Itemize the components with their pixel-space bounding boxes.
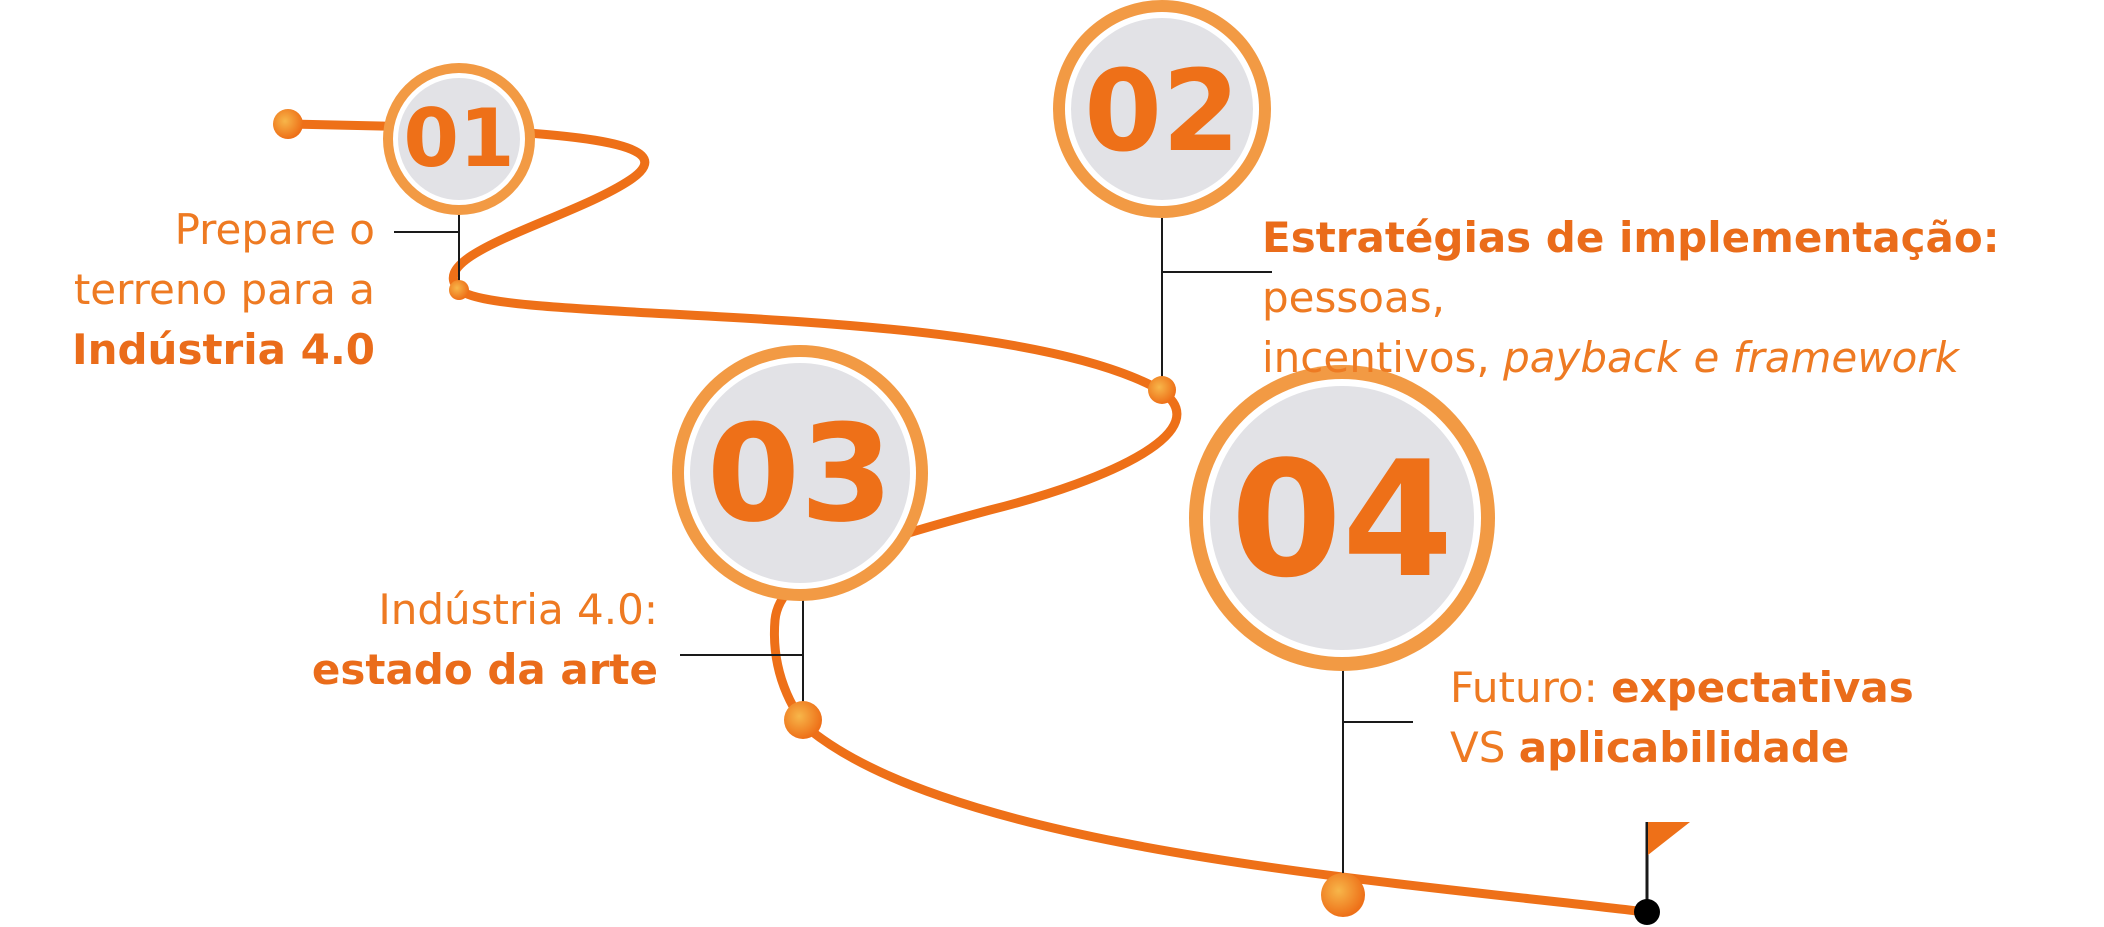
roadmap-path xyxy=(285,119,1651,917)
step-label-03-bold: estado da arte xyxy=(311,645,658,694)
step-label-03-line1: Indústria 4.0: xyxy=(378,585,658,634)
start-dot-icon xyxy=(273,109,303,139)
step-label-01-bold: Indústria 4.0 xyxy=(71,325,375,374)
step-label-04-line2-plain: VS xyxy=(1450,723,1519,772)
path-dot-04 xyxy=(1321,873,1365,917)
path-dot-03 xyxy=(784,701,822,739)
step-label-01: Prepare o terreno para a Indústria 4.0 xyxy=(40,200,375,380)
step-label-02-line2: incentivos, xyxy=(1262,333,1504,382)
step-circle-03: 03 xyxy=(672,345,928,601)
step-label-02-rest: pessoas, xyxy=(1262,273,1445,322)
step-label-02-bold: Estratégias de implementação: xyxy=(1262,213,2000,262)
step-label-01-line1: Prepare o xyxy=(174,205,375,254)
step-circle-01: 01 xyxy=(383,63,535,215)
step-number-03: 03 xyxy=(707,396,893,552)
path-dot-02 xyxy=(1148,376,1176,404)
step-label-04-bold: expectativas xyxy=(1611,663,1914,712)
step-circle-04: 04 xyxy=(1189,365,1495,671)
step-number-04: 04 xyxy=(1231,426,1454,613)
step-label-02: Estratégias de implementação: pessoas, i… xyxy=(1262,208,2102,388)
step-label-03: Indústria 4.0: estado da arte xyxy=(300,580,658,700)
step-label-04-plain: Futuro: xyxy=(1450,663,1612,712)
step-label-04-line2-bold: aplicabilidade xyxy=(1518,723,1850,772)
step-number-02: 02 xyxy=(1084,47,1240,177)
step-label-02-italic: payback e framework xyxy=(1503,333,1959,382)
step-circle-02: 02 xyxy=(1053,0,1271,218)
path-dot-01 xyxy=(449,280,469,300)
step-label-01-line2: terreno para a xyxy=(73,265,375,314)
finish-flag-icon xyxy=(1634,822,1690,925)
step-label-04: Futuro: expectativas VS aplicabilidade xyxy=(1450,658,2070,778)
step-number-01: 01 xyxy=(403,92,514,185)
